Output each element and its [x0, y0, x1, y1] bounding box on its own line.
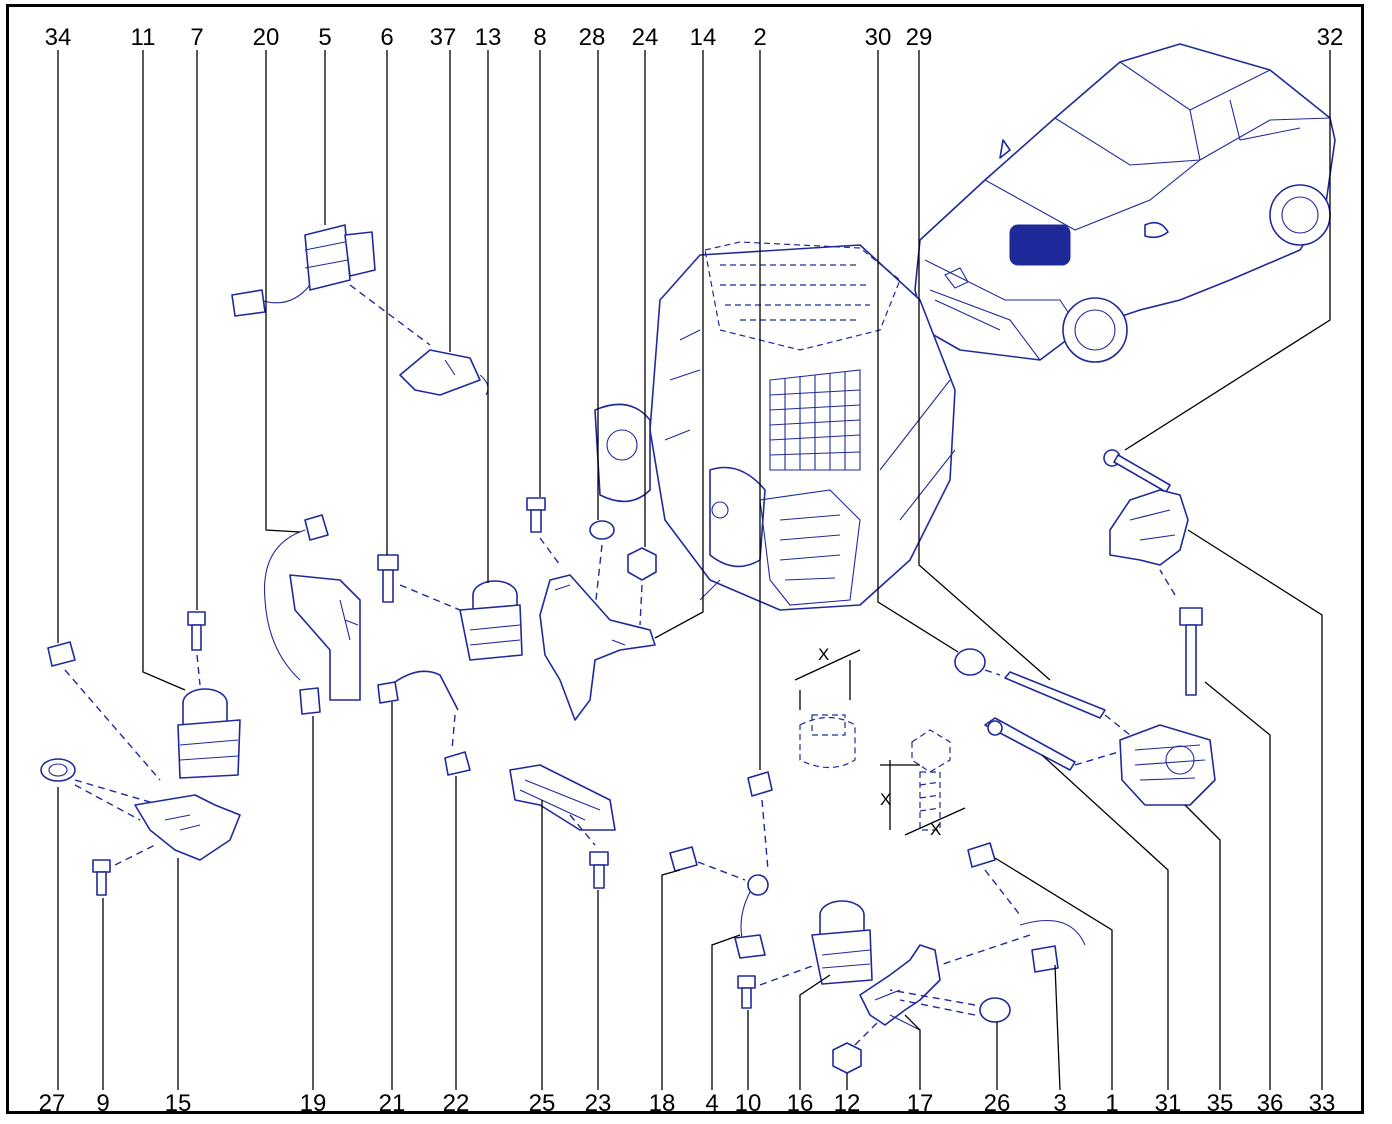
callout-9: 9 [96, 1090, 110, 1117]
callout-13: 13 [474, 24, 502, 51]
part-35-actuator [1119, 724, 1216, 806]
part-25-bracket [509, 764, 616, 831]
callout-23: 23 [584, 1090, 612, 1117]
callout-34: 34 [44, 24, 72, 51]
part-1-clip [967, 842, 1021, 916]
callout-26: 26 [983, 1090, 1011, 1117]
callout-18: 18 [648, 1090, 676, 1117]
callout-21: 21 [378, 1090, 406, 1117]
callout-4: 4 [705, 1090, 719, 1117]
callout-5: 5 [318, 24, 332, 51]
part-32-bolt [1103, 449, 1171, 493]
dimension-x-bolt-side: X [880, 790, 891, 809]
callout-10: 10 [734, 1090, 762, 1117]
part-19-bracket [289, 574, 361, 701]
callout-37: 37 [429, 24, 457, 51]
part-2-clip [747, 771, 773, 871]
part-34-clip [47, 641, 161, 781]
dimension-x-bolt-bottom: X [930, 820, 941, 839]
part-14-bracket [539, 574, 656, 721]
callout-32: 32 [1316, 24, 1344, 51]
part-18-clip [669, 846, 746, 881]
callout-1: 1 [1105, 1090, 1119, 1117]
callout-3: 3 [1053, 1090, 1067, 1117]
part-5-sensor [231, 224, 431, 346]
callout-8: 8 [533, 24, 547, 51]
part-31-rod [984, 717, 1126, 771]
callout-2: 2 [753, 24, 767, 51]
callout-12: 12 [833, 1090, 861, 1117]
highlighted-unit-icon [1009, 224, 1071, 266]
part-15-bracket [134, 794, 241, 861]
part-8-bolt [526, 497, 561, 566]
callout-16: 16 [786, 1090, 814, 1117]
callout-29: 29 [905, 24, 933, 51]
callout-35: 35 [1206, 1090, 1234, 1117]
part-26-bushing [889, 989, 1011, 1023]
part-22-clip [444, 751, 471, 776]
dimension-nut-figure [794, 649, 861, 769]
callout-25: 25 [528, 1090, 556, 1117]
part-27-grommet [40, 758, 161, 821]
part-24-nut [627, 547, 657, 626]
callout-28: 28 [578, 24, 606, 51]
part-3-sensor [939, 919, 1086, 973]
callout-19: 19 [299, 1090, 327, 1117]
part-17-bracket [859, 944, 941, 1031]
callout-20: 20 [252, 24, 280, 51]
vehicle-locator-illustration [914, 43, 1336, 363]
part-11-valve [177, 688, 241, 779]
callout-31: 31 [1154, 1090, 1182, 1117]
callout-30: 30 [864, 24, 892, 51]
dimension-x-nut: X [818, 645, 829, 664]
callout-15: 15 [164, 1090, 192, 1117]
part-4-harness [734, 874, 769, 959]
callout-17: 17 [906, 1090, 934, 1117]
part-10-bolt [737, 964, 816, 1009]
part-23-bolt [569, 814, 609, 889]
leader-lines [57, 50, 1331, 1091]
part-9-bolt [92, 844, 156, 896]
callout-6: 6 [380, 24, 394, 51]
part-30-bushing [954, 648, 1001, 676]
part-7-bolt [187, 611, 206, 686]
callout-11: 11 [130, 24, 156, 51]
part-13-solenoid-valve [459, 580, 523, 661]
callout-22: 22 [442, 1090, 470, 1117]
callout-27: 27 [38, 1090, 66, 1117]
dimension-bolt-figure [880, 729, 966, 836]
callout-24: 24 [631, 24, 659, 51]
part-36-bolt [1159, 569, 1203, 696]
part-37-bracket [399, 349, 489, 396]
part-29-rod [1004, 671, 1131, 736]
hvac-assembly-illustration [594, 241, 956, 611]
callout-33: 33 [1308, 1090, 1336, 1117]
callout-14: 14 [689, 24, 717, 51]
callout-36: 36 [1256, 1090, 1284, 1117]
part-12-nut [832, 1019, 881, 1074]
evaporator-grid [769, 369, 861, 471]
part-20-harness [263, 514, 329, 715]
part-16-valve [811, 900, 873, 985]
part-21-sensor-cable [377, 670, 459, 751]
part-6-bolt [377, 554, 461, 611]
part-33-mount [1109, 489, 1189, 566]
callout-7: 7 [190, 24, 204, 51]
